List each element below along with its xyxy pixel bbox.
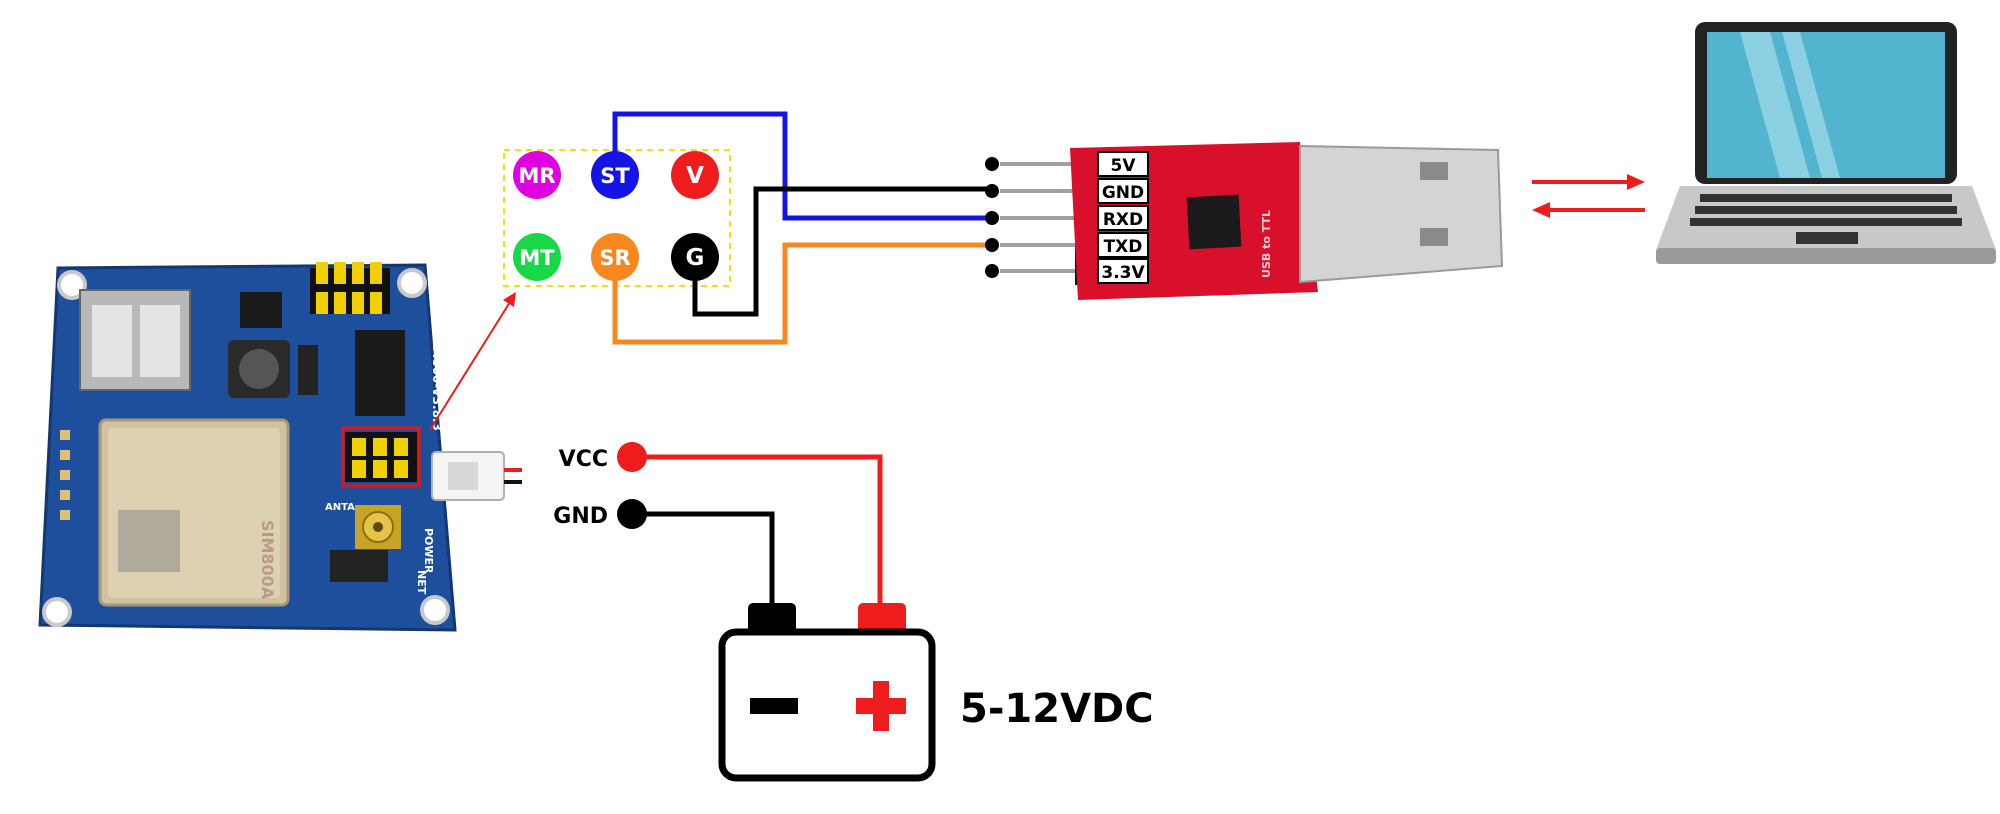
header-pin-circle: [591, 233, 639, 281]
header-pin-circle: [671, 233, 719, 281]
header-pin-g: G: [671, 233, 719, 281]
header-pin-circle: [671, 151, 719, 199]
usb-pin-dot: [985, 157, 999, 171]
battery-icon: [718, 603, 936, 782]
usb-pin-label-box: [1097, 205, 1149, 231]
zoom-arrow: [429, 292, 516, 431]
header-pin-st: ST: [591, 151, 639, 199]
laptop-icon: [1656, 22, 1996, 264]
header-pin-label: SR: [599, 246, 630, 270]
power-silk-label: POWER: [422, 528, 435, 574]
usb-pin-dot: [985, 264, 999, 278]
header-pin-sr: SR: [591, 233, 639, 281]
header-pin-v: V: [671, 151, 719, 199]
net-silk-label: NET: [415, 570, 428, 595]
usb-pin-label-gnd: GND: [1102, 183, 1144, 203]
header-pin-mt: MT: [513, 233, 561, 281]
wires: [612, 111, 990, 612]
battery-minus-icon: [750, 698, 798, 714]
usb-pin-label-box: [1097, 232, 1149, 258]
header-pin-mr: MR: [513, 151, 561, 199]
vcc-terminal: [617, 442, 647, 472]
usb-board-label: USB to TTL: [1260, 210, 1273, 278]
battery-plus-icon: [856, 681, 906, 731]
gnd-power-label: GND: [553, 504, 608, 529]
usb-ttl-adapter: USB to TTL 5V GND RXD TXD 3.3V: [985, 142, 1504, 300]
header-highlight-box: [341, 426, 421, 488]
usb-pin-label-txd: TXD: [1104, 237, 1143, 257]
board-version-label: UNV-SIM800-V3.8.3: [430, 300, 444, 431]
header-pin-label: V: [686, 163, 704, 189]
usb-pin-dot: [985, 211, 999, 225]
header-pin-label: ST: [600, 164, 630, 188]
header-pin-label: MT: [519, 246, 555, 270]
header-pin-label: G: [686, 245, 705, 271]
usb-pin-dot: [985, 184, 999, 198]
header-pin-circle: [513, 233, 561, 281]
header-pin-circle: [513, 151, 561, 199]
module-label: SIM800A: [258, 520, 277, 600]
usb-pin-label-box: [1097, 151, 1149, 177]
voltage-label: 5-12VDC: [960, 686, 1154, 732]
usb-pin-label-box: [1097, 258, 1149, 284]
data-flow-arrows: [1532, 174, 1645, 218]
gnd-terminal: [617, 499, 647, 529]
header-pin-label: MR: [518, 164, 555, 188]
vcc-label: VCC: [559, 447, 608, 472]
usb-pin-dot: [985, 238, 999, 252]
sim800a-module: SIM800A UNV-SIM800-V3.8.3 POWER NET ANTA: [38, 262, 522, 632]
anta-silk-label: ANTA: [325, 502, 355, 513]
usb-pin-label-5v: 5V: [1111, 156, 1137, 176]
usb-pin-label-box: [1097, 178, 1149, 204]
header-pin-circle: [591, 151, 639, 199]
usb-pin-label-rxd: RXD: [1103, 210, 1143, 230]
usb-pin-label-33v: 3.3V: [1101, 263, 1145, 283]
